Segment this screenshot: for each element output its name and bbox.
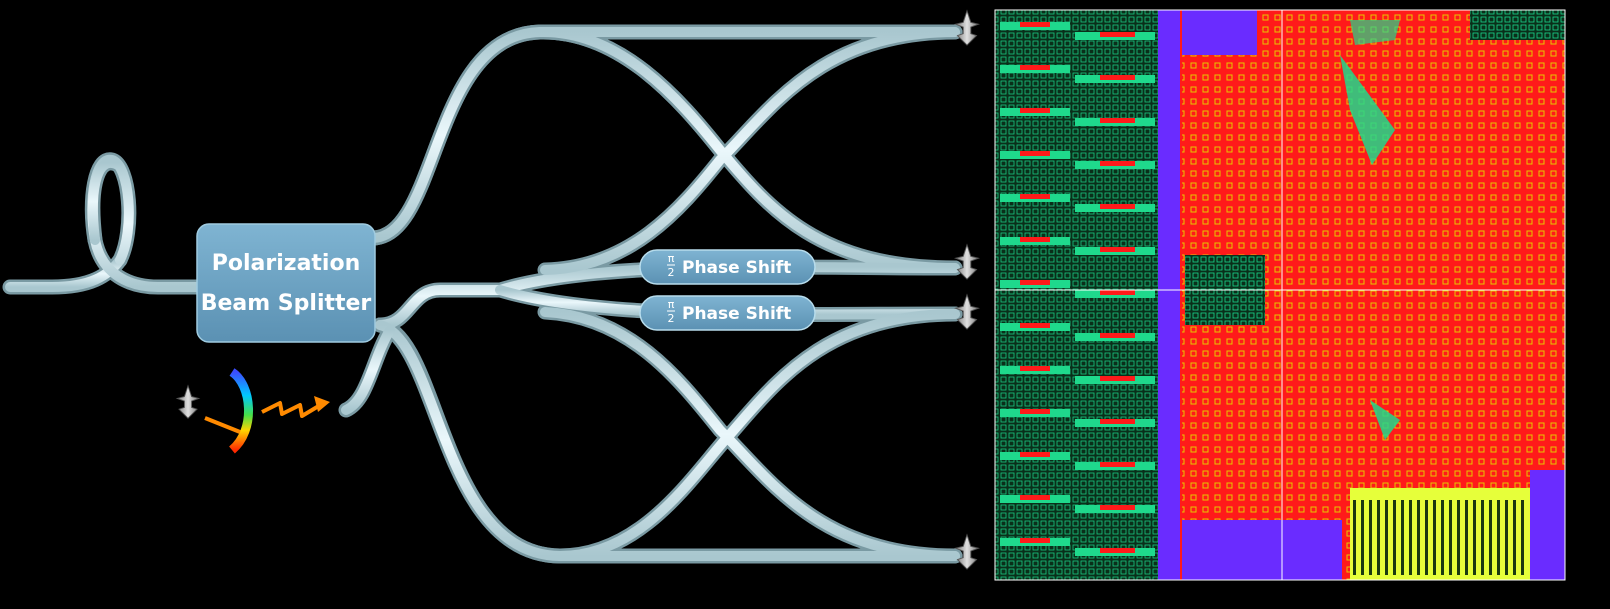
chip-trace xyxy=(1100,548,1135,553)
chip-trace xyxy=(1020,280,1050,285)
chip-trace xyxy=(1020,366,1050,371)
laser-arrow-head-icon xyxy=(314,396,330,412)
chip-trace xyxy=(1369,500,1372,575)
phase-shift-label: Phase Shift xyxy=(682,258,791,278)
chip-trace xyxy=(1020,108,1050,113)
chip-trace xyxy=(1449,500,1452,575)
chip-trace xyxy=(1393,500,1396,575)
phase-shifter-2: π 2 Phase Shift xyxy=(639,295,816,331)
chip-trace xyxy=(1100,376,1135,381)
chip-trace xyxy=(1409,500,1412,575)
chip-trace xyxy=(1481,500,1484,575)
chip-trace xyxy=(1100,204,1135,209)
chip-trace xyxy=(1020,495,1050,500)
chip-trace xyxy=(1513,500,1516,575)
chip-trace xyxy=(1361,500,1364,575)
laser-source xyxy=(176,368,330,454)
chip-trace xyxy=(1020,65,1050,70)
chip-trace xyxy=(1473,500,1476,575)
chip-trace xyxy=(1100,462,1135,467)
chip-trace xyxy=(1401,500,1404,575)
laser-arrow-icon xyxy=(261,401,324,418)
pump-arrow-icon xyxy=(204,416,241,434)
waveguides xyxy=(2,24,963,564)
chip-trace xyxy=(1100,419,1135,424)
phase-shift-label: Phase Shift xyxy=(682,304,791,324)
pbs-label-line1: Polarization xyxy=(212,251,361,276)
chip-trace xyxy=(1020,237,1050,242)
pbs-label-line2: Beam Splitter xyxy=(201,291,372,316)
chip-trace xyxy=(1020,452,1050,457)
chip-trace xyxy=(1433,500,1436,575)
phase-shifter-1: π 2 Phase Shift xyxy=(639,249,816,285)
chip-trace xyxy=(1497,500,1500,575)
chip-trace xyxy=(1100,247,1135,252)
chip-trace xyxy=(1100,75,1135,80)
chip-trace xyxy=(1020,323,1050,328)
chip-layout xyxy=(994,9,1566,581)
chip-trace xyxy=(1465,500,1468,575)
chip-trace xyxy=(1100,505,1135,510)
chip-trace xyxy=(1353,500,1356,575)
phase-fraction-num: π xyxy=(668,252,675,265)
chip-trace xyxy=(1441,500,1444,575)
polarization-beam-splitter: Polarization Beam Splitter xyxy=(196,223,376,343)
photodetectors xyxy=(955,10,979,570)
chip-trace xyxy=(1100,118,1135,123)
phase-fraction-num: π xyxy=(668,298,675,311)
chip-trace xyxy=(1020,194,1050,199)
chip-trace xyxy=(1020,151,1050,156)
phase-fraction-den: 2 xyxy=(668,312,675,325)
chip-trace xyxy=(1385,500,1388,575)
chip-trace xyxy=(1100,333,1135,338)
chip-trace xyxy=(1377,500,1380,575)
chip-trace xyxy=(1457,500,1460,575)
chip-trace xyxy=(1020,22,1050,27)
chip-trace xyxy=(1425,500,1428,575)
chip-trace xyxy=(1100,161,1135,166)
chip-trace xyxy=(1521,500,1524,575)
laser-source-icon xyxy=(176,385,200,419)
chip-trace xyxy=(1489,500,1492,575)
chip-trace xyxy=(1100,32,1135,37)
chip-trace xyxy=(1505,500,1508,575)
chip-trace xyxy=(1020,538,1050,543)
chip-trace xyxy=(1100,290,1135,295)
chip-trace xyxy=(1020,409,1050,414)
phase-fraction-den: 2 xyxy=(668,266,675,279)
chip-trace xyxy=(1417,500,1420,575)
rainbow-arc-icon xyxy=(228,368,253,454)
